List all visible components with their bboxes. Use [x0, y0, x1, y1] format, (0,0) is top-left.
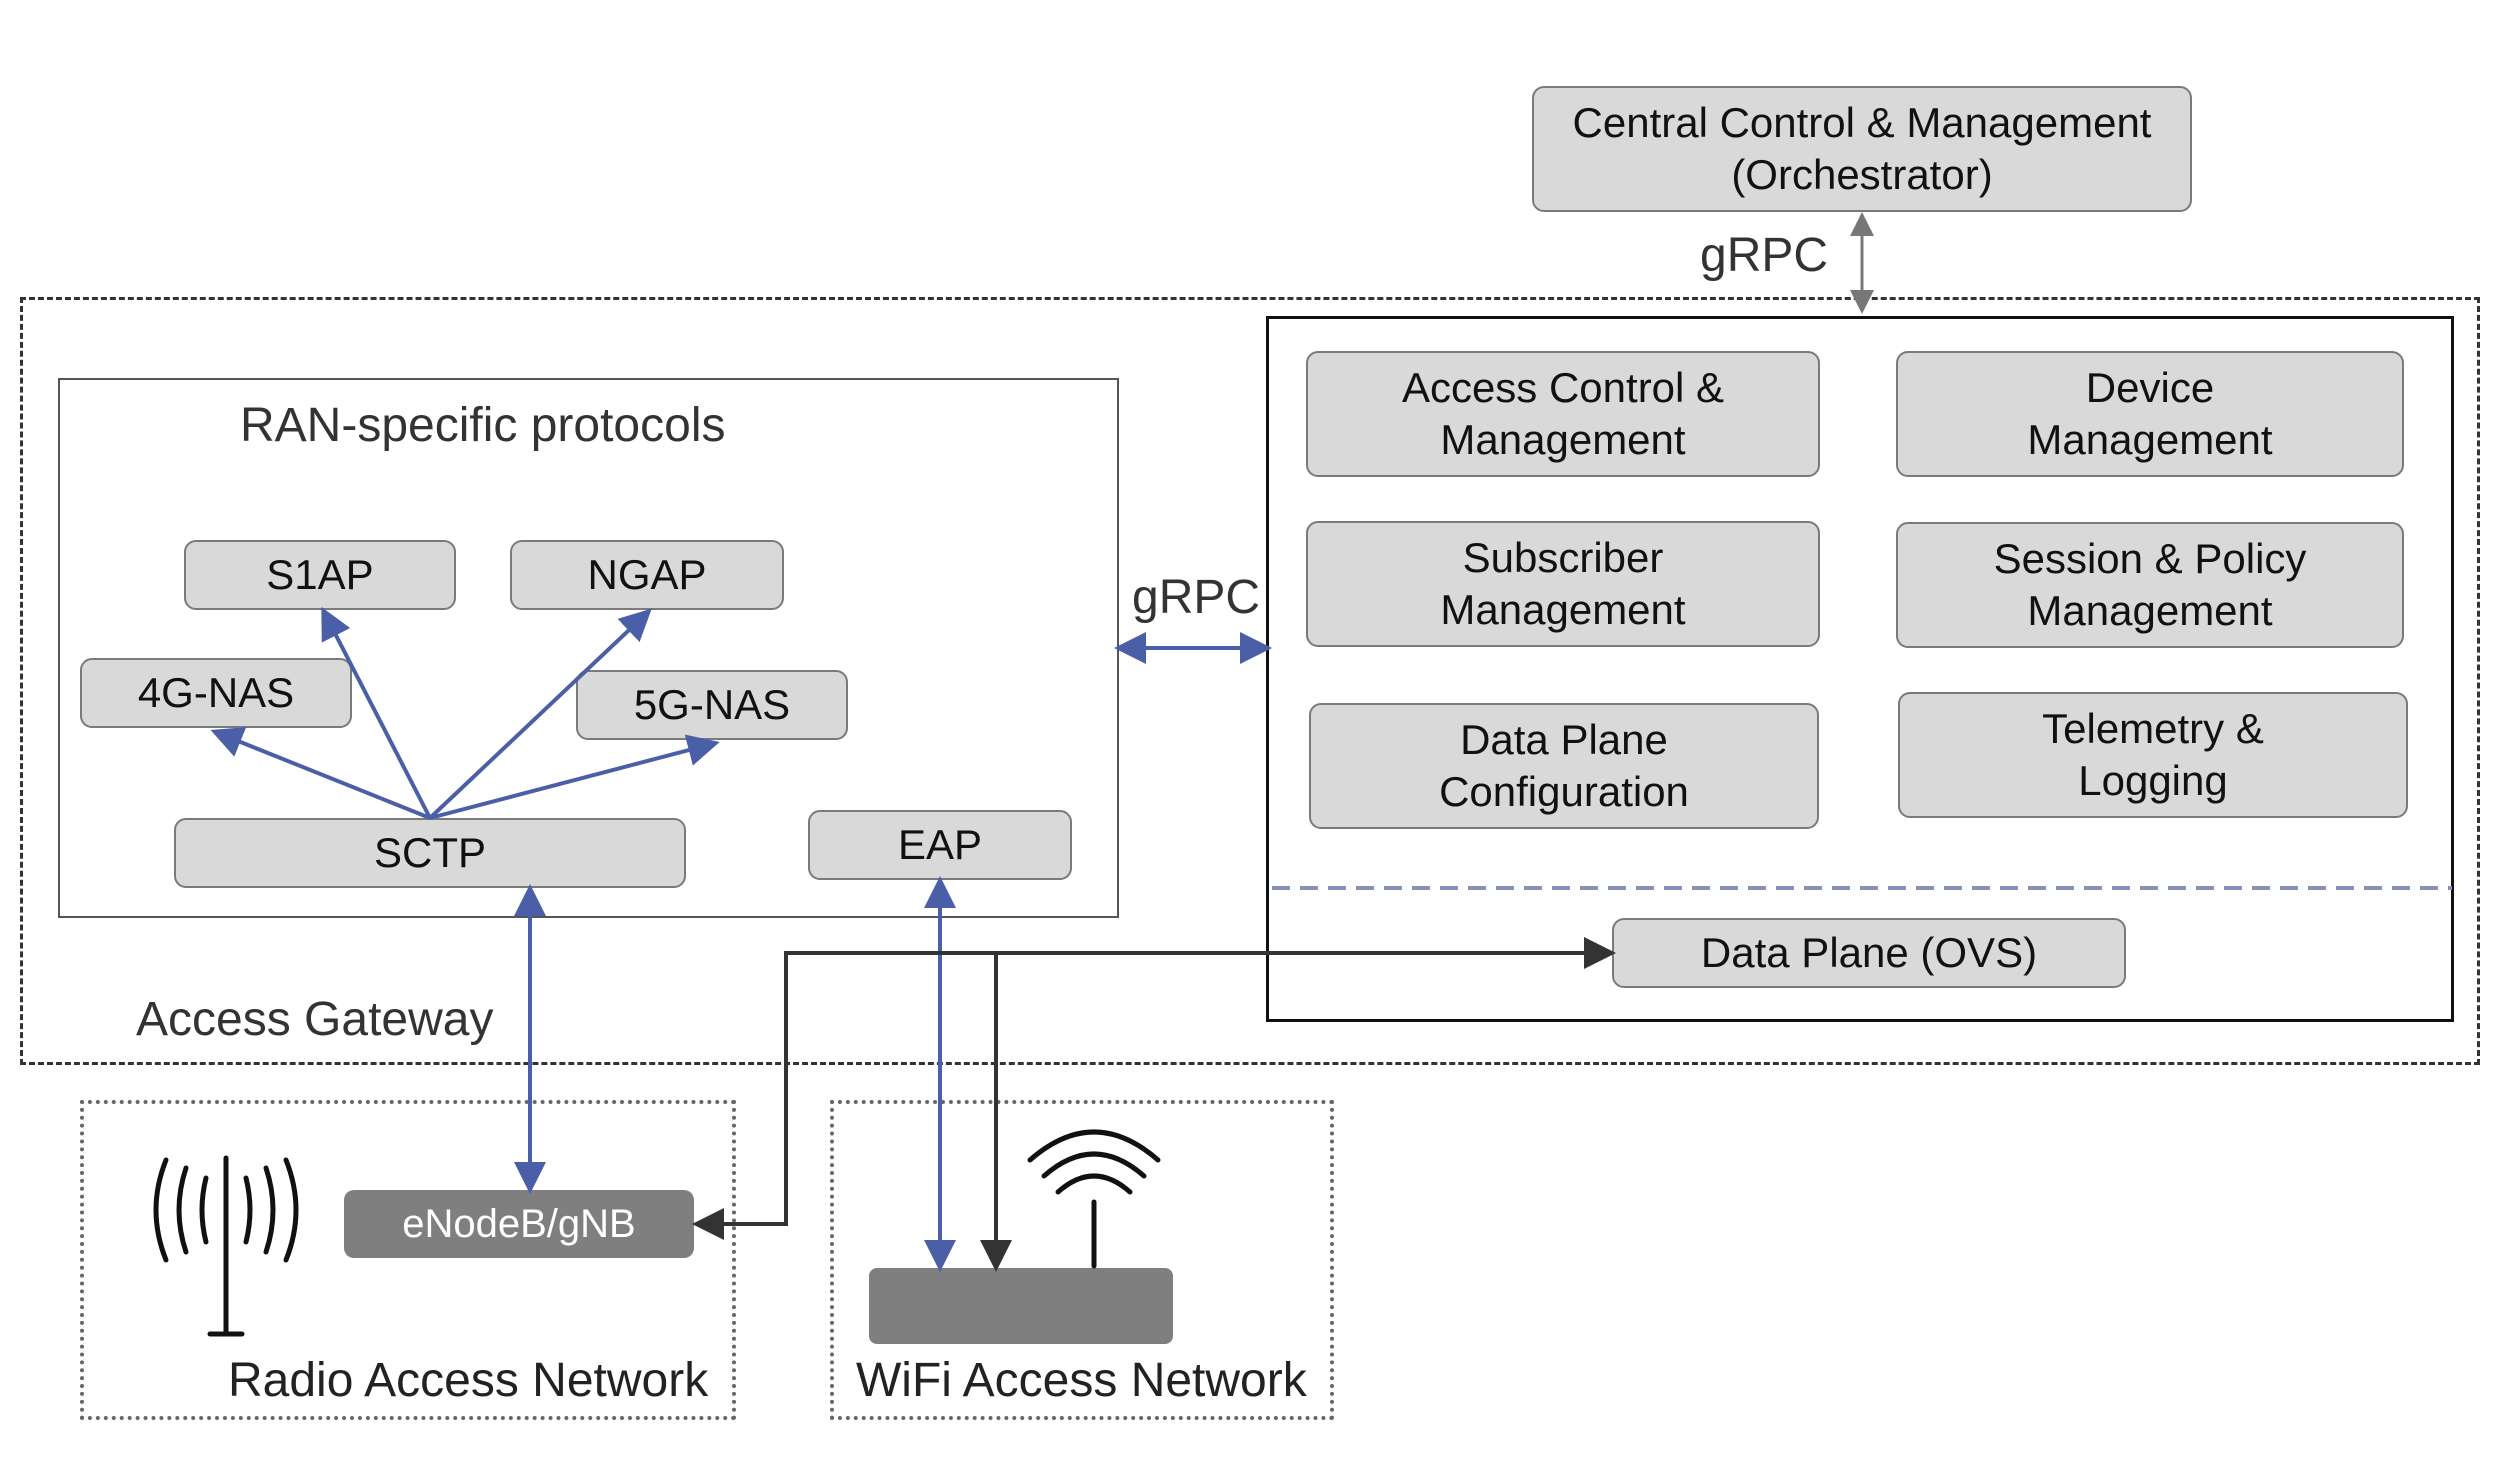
- data-plane-config-box: Data Plane Configuration: [1309, 703, 1819, 829]
- orchestrator-box: Central Control & Management (Orchestrat…: [1532, 86, 2192, 212]
- sctp-to-s1ap-arrow: [321, 606, 432, 819]
- device-management-box: Device Management: [1896, 351, 2404, 477]
- grpc-top-label: gRPC: [1700, 229, 1829, 282]
- sctp-box: SCTP: [174, 818, 686, 888]
- s1ap-box: S1AP: [184, 540, 456, 610]
- nas-4g-box: 4G-NAS: [80, 658, 352, 728]
- ran-protocols-title: RAN-specific protocols: [240, 399, 726, 452]
- wifi-signal-icon: [1027, 1129, 1161, 1269]
- subscriber-management-box: Subscriber Management: [1306, 521, 1820, 647]
- orchestrator-line1: Central Control & Management: [1572, 98, 2152, 146]
- access-gateway-label: Access Gateway: [136, 993, 494, 1046]
- access-control-box: Access Control & Management: [1306, 351, 1820, 477]
- control-plane-frame: [1266, 316, 2454, 1022]
- wifi-access-network-label: WiFi Access Network: [856, 1354, 1307, 1407]
- radio-access-network-label: Radio Access Network: [228, 1354, 709, 1407]
- eap-box: EAP: [808, 810, 1072, 880]
- session-policy-box: Session & Policy Management: [1896, 522, 2404, 648]
- radio-access-network-boundary: [80, 1100, 736, 1420]
- ngap-box: NGAP: [510, 540, 784, 610]
- data-plane-to-enodeb-path: [692, 937, 1616, 1240]
- grpc-middle-label: gRPC: [1132, 571, 1261, 624]
- antenna-icon: [153, 1155, 299, 1337]
- router-icon: [869, 1268, 1173, 1344]
- nas-5g-box: 5G-NAS: [576, 670, 848, 740]
- sctp-to-4g-nas-arrow: [210, 727, 431, 820]
- orchestrator-line2: (Orchestrator): [1731, 151, 1993, 198]
- enodeb-box: eNodeB/gNB: [344, 1190, 694, 1258]
- data-plane-ovs-box: Data Plane (OVS): [1612, 918, 2126, 988]
- telemetry-logging-box: Telemetry & Logging: [1898, 692, 2408, 818]
- sctp-to-ngap-arrow: [428, 608, 652, 820]
- sctp-to-5g-nas-arrow: [429, 734, 720, 820]
